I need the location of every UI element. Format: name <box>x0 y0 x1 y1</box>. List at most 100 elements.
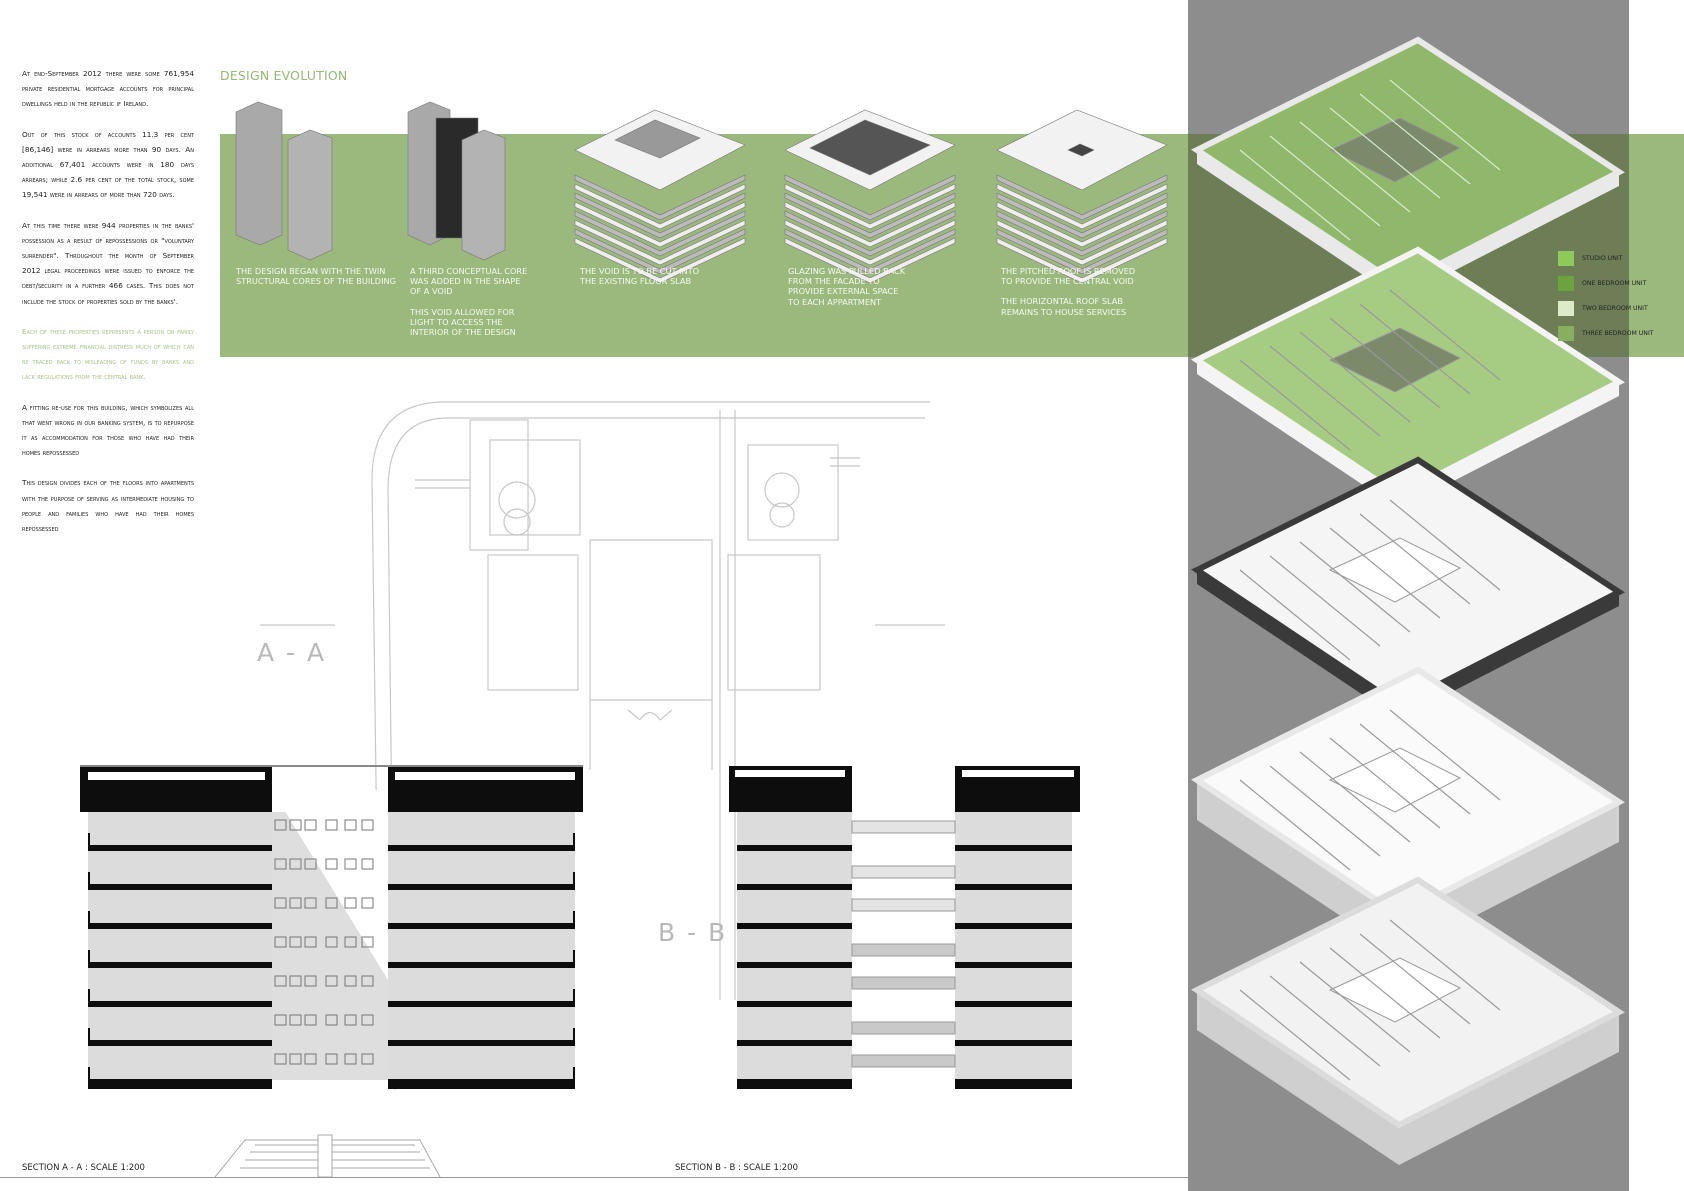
partition-wall <box>1239 359 1351 451</box>
core-window <box>361 858 374 870</box>
balustrade <box>88 833 90 845</box>
floor-slab <box>388 923 575 933</box>
floor-slab <box>737 962 852 972</box>
plate-edge <box>1197 150 1619 299</box>
floor-slab <box>955 1040 1072 1050</box>
floor-band <box>996 228 1168 275</box>
design-evolution-title: DESIGN EVOLUTION <box>220 68 348 83</box>
partition-wall <box>1389 289 1501 381</box>
core-window <box>274 858 287 870</box>
floor-space <box>88 890 272 923</box>
partition-wall <box>1389 919 1501 1011</box>
floor-space <box>88 929 272 962</box>
core-window <box>344 858 357 870</box>
core-window <box>304 819 317 831</box>
balustrade <box>573 1067 575 1079</box>
partition-wall <box>1299 121 1411 213</box>
partition-wall <box>1359 93 1471 185</box>
floor-band <box>574 237 746 284</box>
core-window <box>289 975 302 987</box>
section-a-a-caption: SECTION A - A : SCALE 1:200 <box>22 1163 145 1173</box>
caption-line: A third conceptual core was added in the… <box>410 266 528 297</box>
caption-line: Glazing was pulled back from the facade … <box>788 266 906 307</box>
balustrade <box>88 989 90 1001</box>
floor-space <box>955 968 1072 1001</box>
plate-edge <box>1197 360 1619 509</box>
core-window <box>344 936 357 948</box>
floor-space <box>388 1046 575 1079</box>
stair-flight <box>851 865 956 879</box>
floor-band <box>996 174 1168 221</box>
core-window <box>274 1053 287 1065</box>
partition-wall <box>1269 345 1381 437</box>
partition-wall <box>1239 989 1351 1081</box>
floor-slab <box>88 1001 272 1011</box>
floor-band <box>574 228 746 275</box>
evolution-models <box>235 101 1168 284</box>
partition-wall <box>1329 737 1441 829</box>
partition-wall <box>1329 947 1441 1039</box>
floor-space <box>88 968 272 1001</box>
floor-band <box>996 192 1168 239</box>
floor-slab <box>955 923 1072 933</box>
floor-band <box>784 183 956 230</box>
floor-space <box>955 851 1072 884</box>
partition-wall <box>1389 79 1501 171</box>
core-window <box>344 975 357 987</box>
core-window <box>325 897 338 909</box>
partition-wall <box>1329 107 1441 199</box>
partition-wall <box>1359 723 1471 815</box>
entrance-stairs <box>214 1134 441 1178</box>
floor-space <box>388 1007 575 1040</box>
balustrade <box>573 950 575 962</box>
floor-space <box>737 851 852 884</box>
floor-band <box>784 219 956 266</box>
core-window <box>289 1053 302 1065</box>
core-window <box>274 897 287 909</box>
core-block <box>614 119 701 159</box>
floor-space <box>388 812 575 845</box>
floor-slab <box>388 962 575 972</box>
central-void <box>1328 957 1462 1023</box>
legend-swatch <box>1558 276 1574 291</box>
exploded-floor-plates <box>1191 36 1625 1165</box>
floor-space <box>737 812 852 845</box>
core-window <box>304 1053 317 1065</box>
floor-space <box>388 929 575 962</box>
balustrade <box>88 1028 90 1040</box>
partition-wall <box>1389 499 1501 591</box>
legend-item: Two bedroom unit <box>1558 296 1654 321</box>
core-window <box>304 897 317 909</box>
floor-band <box>784 174 956 221</box>
baseline-divider <box>0 1177 1188 1178</box>
floor-band <box>574 174 746 221</box>
partition-wall <box>1329 527 1441 619</box>
floor-space <box>88 1046 272 1079</box>
section-a-a-marker: A - A <box>257 638 327 667</box>
floor-space <box>955 812 1072 845</box>
legend-swatch <box>1558 326 1574 341</box>
floor-slab <box>737 923 852 933</box>
core-window <box>344 819 357 831</box>
legend-label: One bedroom unit <box>1582 280 1647 287</box>
caption-line: This void allowed for light to access th… <box>410 306 516 338</box>
legend-label: Studio unit <box>1582 255 1623 262</box>
partition-wall <box>1269 135 1381 227</box>
partition-wall <box>1299 961 1411 1053</box>
floor-slab <box>737 1001 852 1011</box>
core-window <box>361 897 374 909</box>
core-window <box>274 1014 287 1026</box>
partition-wall <box>1329 317 1441 409</box>
floor-slab <box>88 962 272 972</box>
floor-space <box>388 890 575 923</box>
floor-band <box>574 219 746 266</box>
core-window <box>344 897 357 909</box>
central-void <box>1328 327 1462 393</box>
evolution-caption-5: The pitched roof is removed to provide t… <box>1001 266 1136 327</box>
floor-band <box>784 228 956 275</box>
evolution-caption-2: A third conceptual core was added in the… <box>410 266 530 347</box>
context-paragraph: At end-September 2012 there were some 76… <box>22 69 194 109</box>
section-b-b <box>729 766 1080 1089</box>
unit-legend: Studio unit One bedroom unit Two bedroom… <box>1558 246 1654 346</box>
evolution-caption-1: The design began with the twin structura… <box>236 266 406 296</box>
